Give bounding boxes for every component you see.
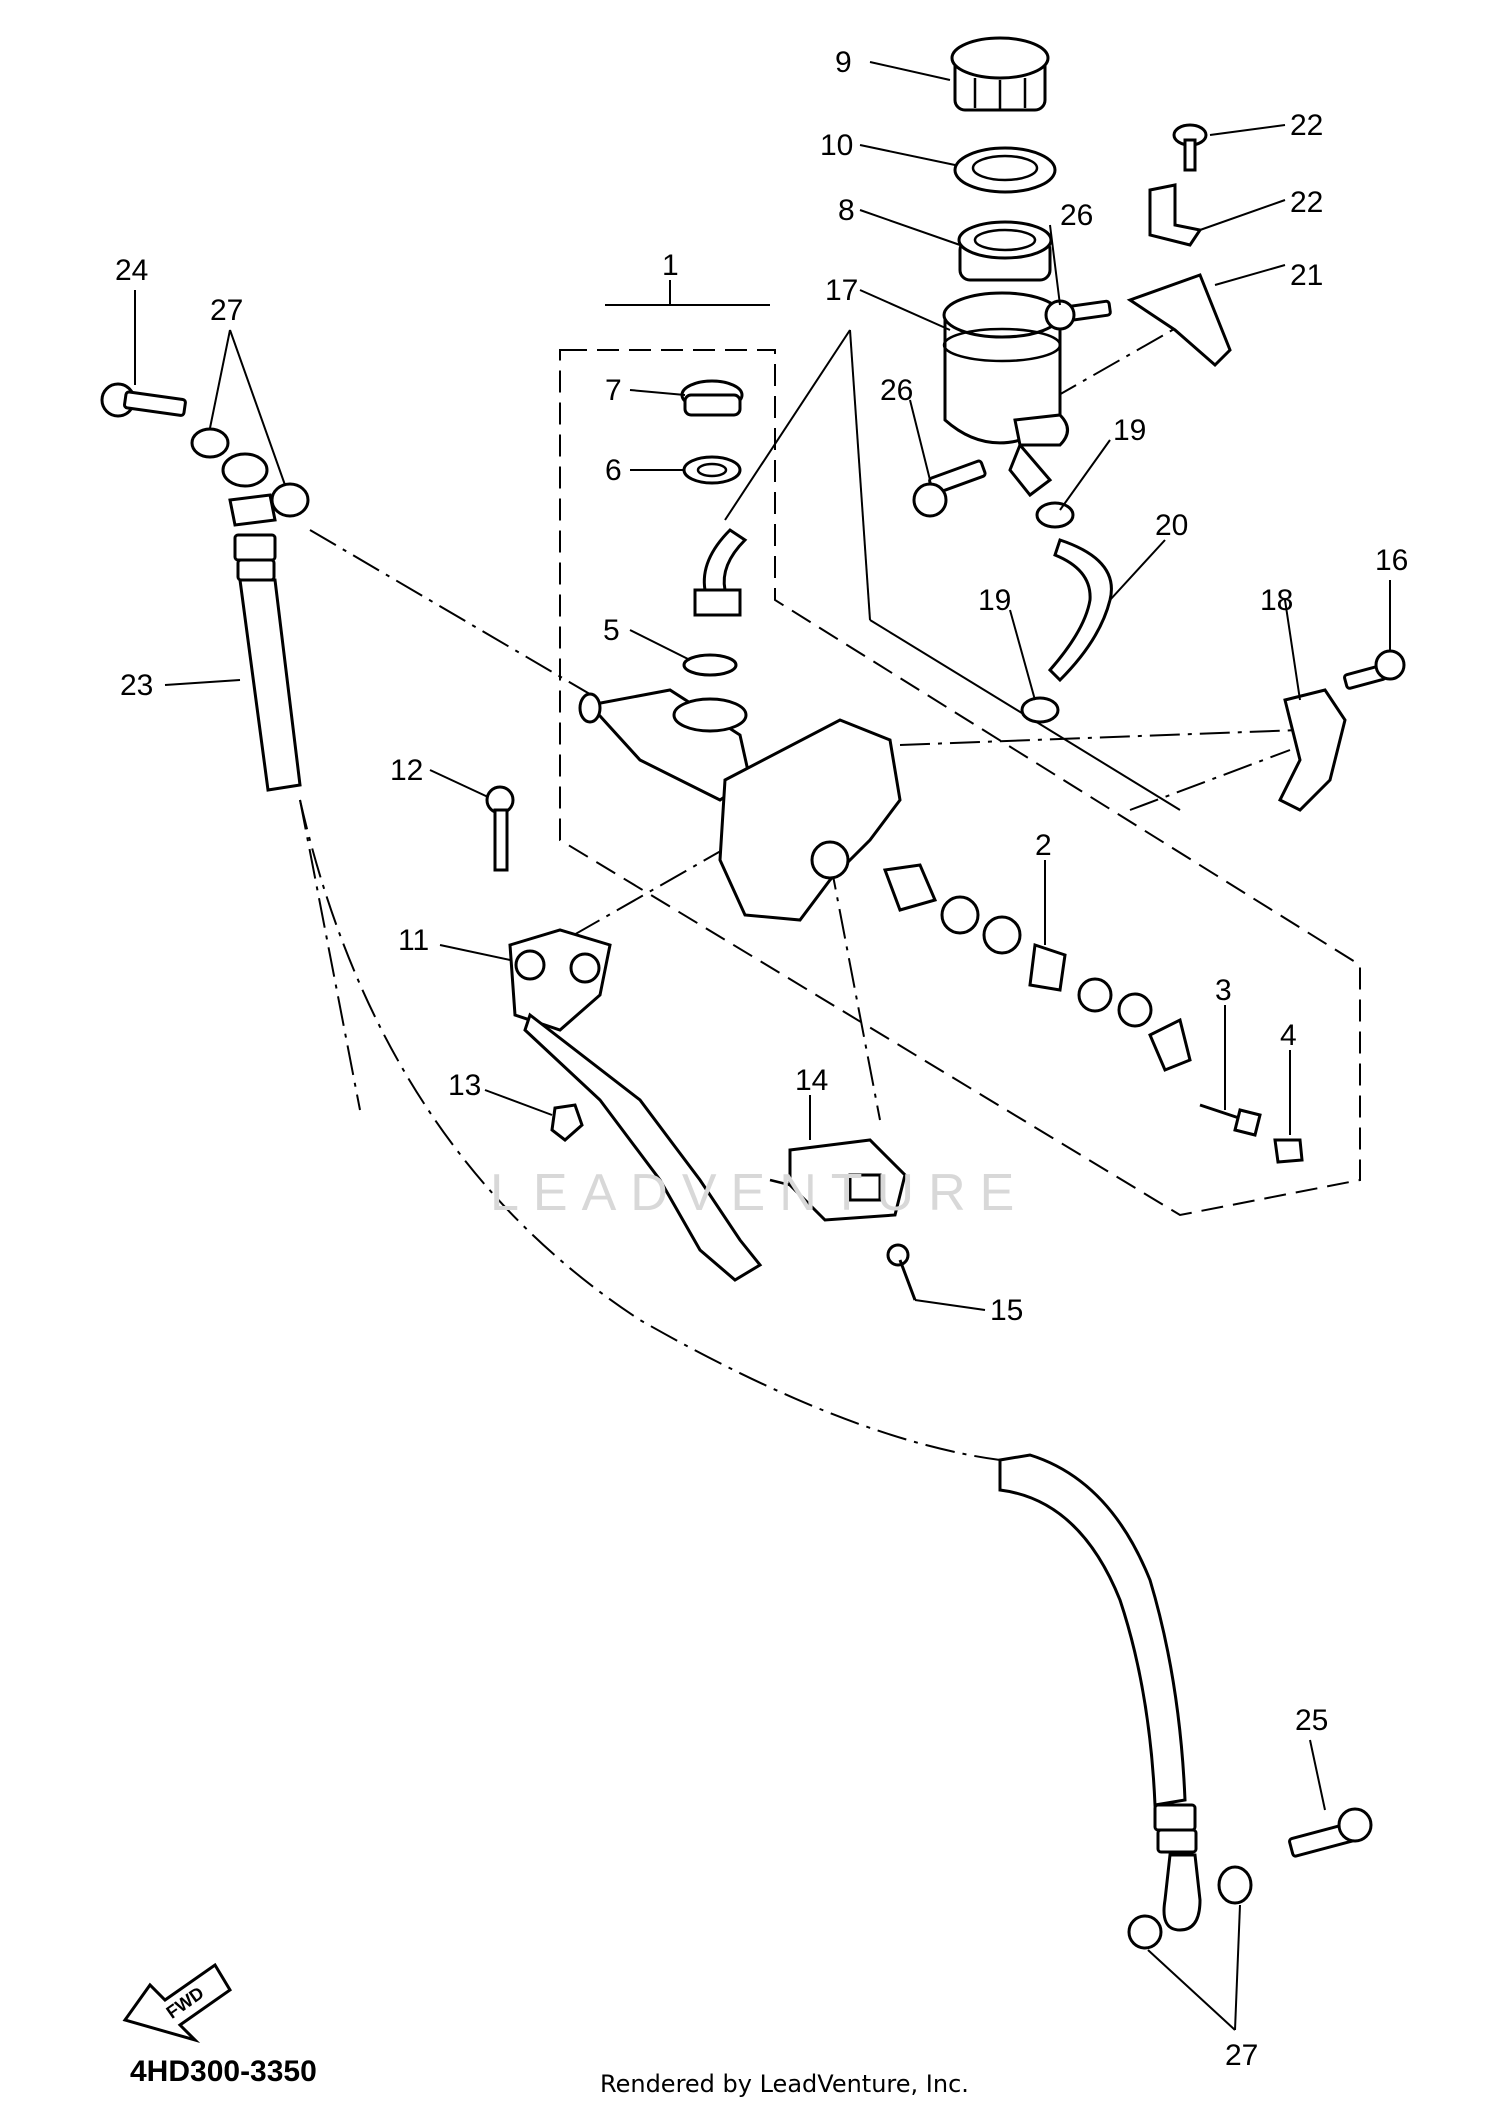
master-cylinder-holder <box>1277 688 1347 812</box>
assembly-line <box>299 799 1001 1461</box>
bracket-screw <box>1172 123 1208 172</box>
callout-1: 1 <box>662 249 679 282</box>
copper-washer <box>1217 1865 1253 1905</box>
copper-washer <box>270 482 310 518</box>
union-bolt-upper <box>100 382 187 418</box>
reservoir-hose <box>1047 538 1113 683</box>
callout-4: 4 <box>1280 1019 1297 1052</box>
clutch-switch <box>769 1138 907 1222</box>
diagram-code: 4HD300-3350 <box>130 2055 317 2088</box>
callout-8: 8 <box>838 194 855 227</box>
callout-14: 14 <box>795 1064 828 1097</box>
reservoir-tank <box>942 291 1069 498</box>
callout-27a: 27 <box>210 294 243 327</box>
callout-23: 22 <box>1290 186 1323 219</box>
callout-12: 12 <box>390 754 423 787</box>
switch-screw <box>886 1243 917 1301</box>
holder-bolt <box>1343 649 1406 690</box>
o-ring <box>682 653 738 677</box>
callouts: 9 10 8 17 1 7 6 5 26 26 19 19 20 22 22 2… <box>115 46 1408 2072</box>
hose-joint-clip <box>682 455 742 485</box>
diaphragm-plate <box>953 146 1057 194</box>
callout-17: 17 <box>825 274 858 307</box>
clutch-hose-lower <box>998 1453 1202 1932</box>
assembly-line <box>299 799 361 1111</box>
callout-19b: 19 <box>978 584 1011 617</box>
lever-pivot-bolt <box>485 785 515 872</box>
watermark: LEADVENTURE <box>490 1164 1029 1222</box>
callout-9: 9 <box>835 46 852 79</box>
callout-15: 15 <box>990 1294 1023 1327</box>
copper-washer <box>190 427 230 459</box>
callout-10: 10 <box>820 129 853 162</box>
copper-washer <box>1127 1914 1163 1950</box>
clutch-lever <box>508 928 763 1282</box>
push-rod-nut <box>1273 1138 1304 1164</box>
fwd-arrow: FWD <box>122 1962 233 2044</box>
callout-5: 5 <box>603 614 620 647</box>
hose-clip-lower <box>1020 696 1060 724</box>
assembly-line <box>849 329 871 621</box>
render-credit: Rendered by LeadVenture, Inc. <box>600 2070 969 2098</box>
callout-20: 20 <box>1155 509 1188 542</box>
piston-kit <box>882 863 1192 1072</box>
callout-2: 2 <box>1035 829 1052 862</box>
assembly-line <box>1129 749 1291 811</box>
master-cylinder-body <box>578 688 902 922</box>
callout-11: 11 <box>398 924 429 957</box>
callout-22a: 26 <box>1060 199 1093 232</box>
assembly-line <box>1049 319 1191 401</box>
callout-6: 6 <box>605 454 622 487</box>
clutch-hose-upper <box>221 452 302 792</box>
reservoir-screw-upper <box>1044 299 1112 331</box>
union-bolt-lower <box>1288 1807 1373 1858</box>
callout-22b: 26 <box>880 374 913 407</box>
hose-joint <box>693 528 748 617</box>
callout-27b: 27 <box>1225 2039 1258 2072</box>
callout-21: 21 <box>1290 259 1323 292</box>
reservoir-bracket <box>1126 183 1232 368</box>
hose-joint-cap <box>680 379 744 417</box>
push-rod <box>1199 1103 1262 1137</box>
assembly-line <box>829 859 881 1121</box>
leader-lines <box>134 61 1391 2031</box>
reservoir-screw-lower <box>912 459 987 518</box>
callout-3: 3 <box>1215 974 1232 1007</box>
diaphragm <box>957 220 1053 282</box>
callout-26a: 24 <box>115 254 148 287</box>
assembly-line <box>899 729 1301 746</box>
hose-clip-upper <box>1035 501 1075 529</box>
callout-18: 18 <box>1260 584 1293 617</box>
callout-19a: 19 <box>1113 414 1146 447</box>
callout-24: 22 <box>1290 109 1323 142</box>
assembly-boundary <box>559 349 1361 1217</box>
callout-25: 23 <box>120 669 153 702</box>
callout-7: 7 <box>605 374 622 407</box>
callout-13: 13 <box>448 1069 481 1102</box>
callout-26b: 25 <box>1295 1704 1328 1737</box>
assembly-line <box>309 529 601 701</box>
reservoir-cap <box>950 36 1050 112</box>
callout-16: 16 <box>1375 544 1408 577</box>
pivot-nut <box>550 1103 584 1142</box>
assembly-line <box>724 329 851 521</box>
